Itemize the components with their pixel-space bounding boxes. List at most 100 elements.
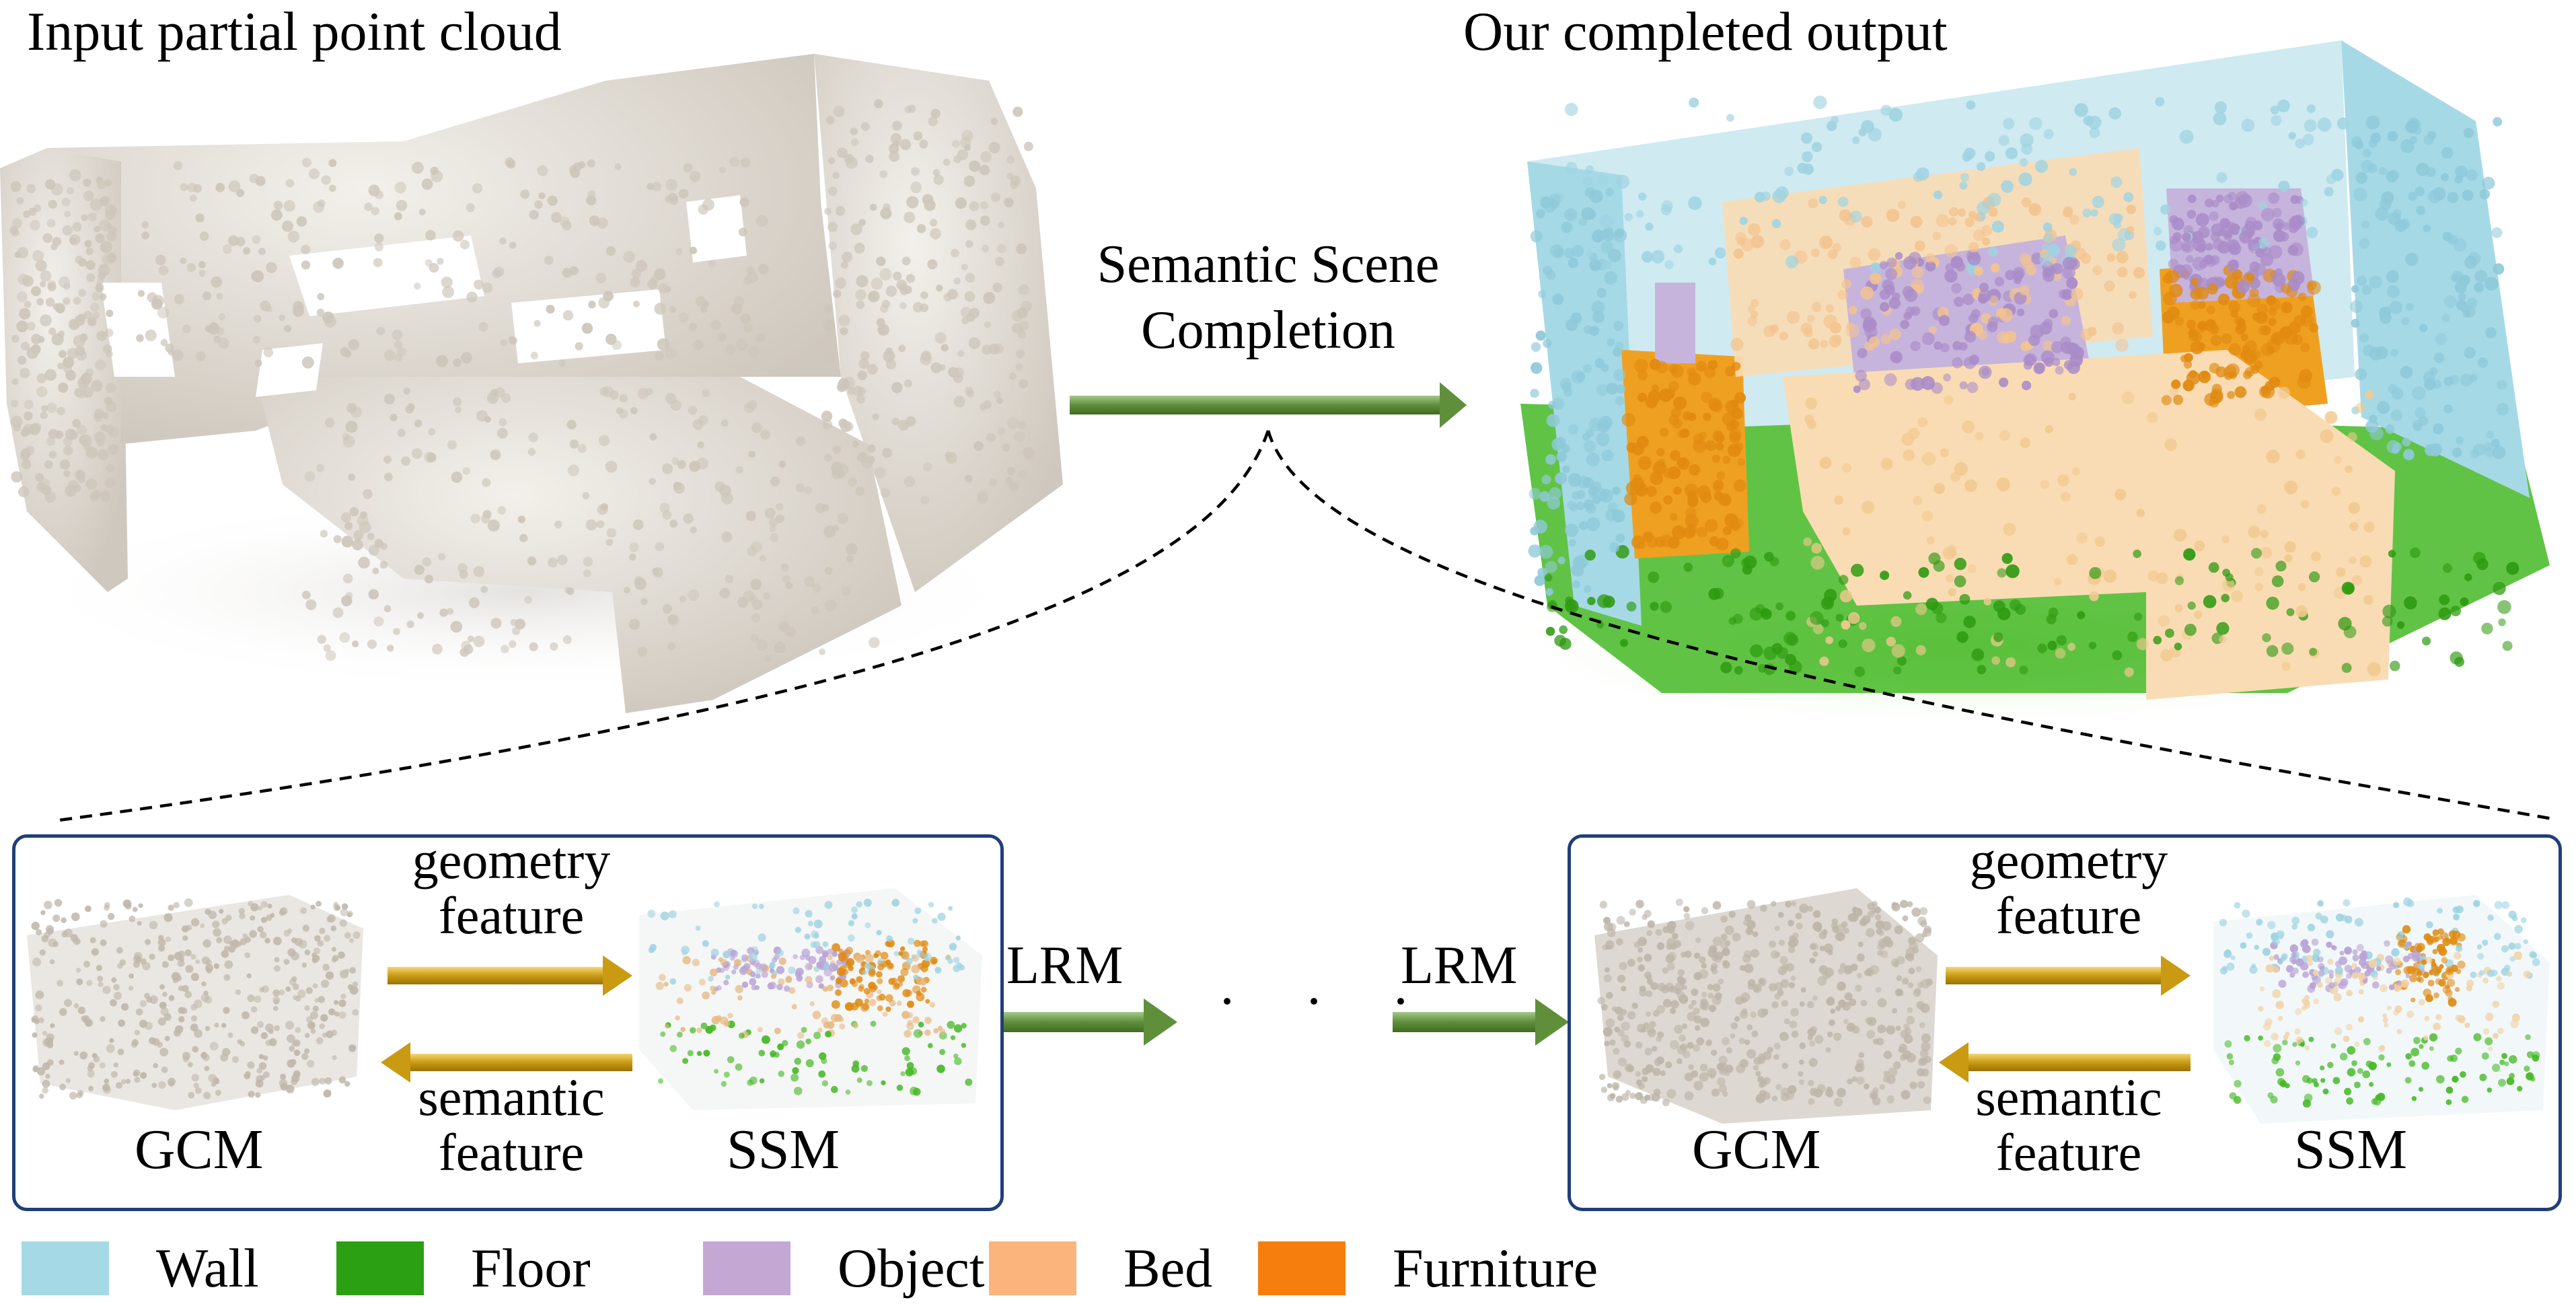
point	[562, 221, 572, 231]
point	[487, 519, 500, 532]
point	[2355, 368, 2367, 381]
point	[2160, 204, 2170, 215]
point	[394, 212, 402, 221]
point	[145, 329, 157, 341]
point	[180, 183, 188, 191]
point	[980, 151, 992, 163]
point	[1800, 322, 1812, 334]
point	[468, 635, 474, 643]
point	[752, 599, 763, 610]
point	[1851, 563, 1864, 577]
point	[470, 513, 480, 523]
point	[822, 419, 833, 430]
point	[301, 590, 311, 600]
point	[2080, 328, 2092, 341]
point	[652, 182, 662, 192]
point	[1581, 207, 1594, 221]
point	[2496, 402, 2509, 416]
point	[2203, 595, 2217, 608]
point	[2112, 650, 2123, 661]
point	[743, 277, 752, 285]
point	[2216, 172, 2228, 183]
point	[2388, 170, 2400, 181]
point	[2126, 205, 2136, 215]
point	[284, 324, 291, 332]
point	[2468, 252, 2481, 265]
point	[2210, 334, 2222, 347]
point	[930, 228, 941, 240]
point	[2456, 299, 2467, 311]
point	[961, 263, 968, 270]
point	[1697, 485, 1711, 499]
point	[98, 981, 104, 987]
point	[24, 400, 34, 410]
point	[1613, 320, 1624, 331]
point	[1564, 208, 1578, 221]
point	[1963, 616, 1976, 628]
point	[2043, 129, 2054, 139]
point	[1668, 466, 1681, 480]
point	[871, 277, 883, 290]
point	[303, 1048, 310, 1054]
point	[459, 647, 469, 657]
point	[2309, 323, 2319, 333]
point	[1974, 266, 1983, 276]
point	[328, 1008, 336, 1015]
point	[113, 984, 120, 990]
point	[880, 207, 892, 219]
point	[2184, 624, 2197, 636]
point	[85, 368, 94, 377]
point	[669, 519, 678, 528]
point	[2218, 228, 2226, 236]
point	[2428, 190, 2442, 204]
point	[1599, 416, 1613, 429]
point	[932, 169, 941, 176]
point	[120, 1003, 129, 1011]
point	[437, 258, 444, 265]
point	[867, 363, 878, 375]
point	[2382, 616, 2393, 627]
point	[1748, 223, 1761, 236]
point	[904, 476, 916, 487]
point	[567, 464, 580, 476]
point	[2047, 244, 2061, 257]
point	[1936, 612, 1947, 624]
point	[2020, 133, 2034, 147]
point	[16, 291, 28, 303]
point	[2028, 334, 2040, 347]
point	[1839, 209, 1851, 222]
point	[1007, 467, 1016, 475]
point	[172, 349, 184, 361]
point	[46, 402, 57, 413]
point	[215, 182, 225, 192]
point	[2014, 276, 2022, 285]
point	[2443, 404, 2453, 414]
point	[2195, 213, 2209, 227]
point	[2362, 345, 2375, 357]
point	[2389, 301, 2402, 314]
point	[57, 305, 65, 314]
point	[2117, 227, 2131, 242]
point	[2238, 193, 2252, 208]
point	[1535, 330, 1546, 341]
point	[202, 1054, 210, 1061]
point	[1651, 250, 1665, 264]
point	[1677, 457, 1690, 470]
point	[1960, 173, 1969, 182]
point	[442, 286, 454, 298]
point	[1983, 597, 1991, 606]
point	[840, 261, 849, 269]
point	[158, 265, 169, 276]
point	[598, 297, 610, 309]
point	[1684, 483, 1699, 498]
point	[1945, 574, 1954, 583]
point	[665, 178, 677, 191]
point	[57, 980, 64, 987]
point	[2284, 480, 2298, 495]
point	[1910, 279, 1924, 293]
point	[1880, 104, 1892, 116]
point	[21, 459, 32, 470]
point	[1564, 599, 1579, 614]
point	[874, 99, 883, 108]
point	[955, 197, 967, 209]
